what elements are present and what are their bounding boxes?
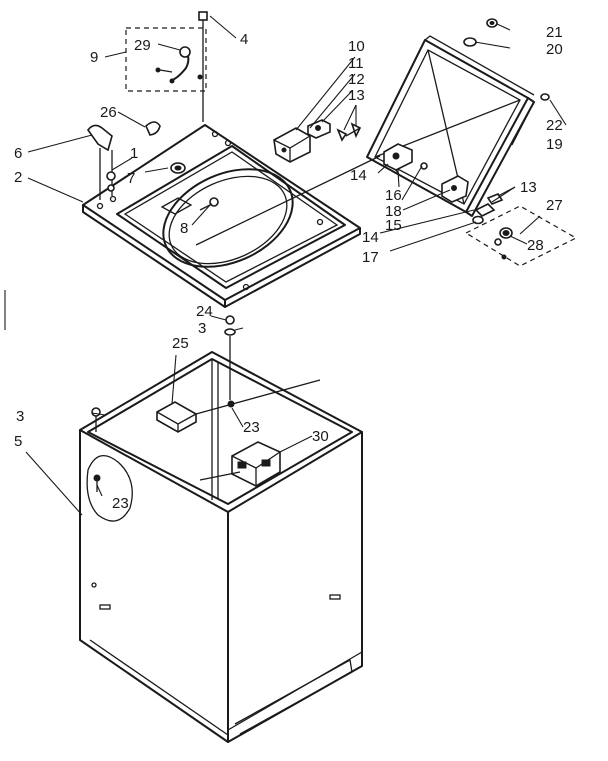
part-25-bracket	[156, 401, 197, 433]
part-13-screws-upper	[336, 122, 362, 142]
callout-18: 18	[385, 203, 402, 220]
part-23-screw-cutout	[93, 474, 101, 492]
callout-13: 13	[520, 179, 537, 196]
callout-9: 9	[90, 49, 98, 66]
part-10-11-lid-switch	[273, 127, 311, 163]
part-1-screw	[106, 171, 116, 192]
callout-2: 2	[14, 169, 22, 186]
callout-30: 30	[312, 428, 329, 445]
part-13-screws-lower	[474, 193, 504, 217]
part-22-bumper	[540, 93, 550, 101]
callout-14: 14	[350, 167, 367, 184]
callout-14: 14	[362, 229, 379, 246]
part-26-clip	[145, 121, 161, 136]
part-24-3-screws	[224, 315, 236, 408]
callout-21: 21	[546, 24, 563, 41]
callout-28: 28	[527, 237, 544, 254]
part-30-control-box	[231, 441, 281, 487]
callout-3: 3	[16, 408, 24, 425]
leader-lines	[25, 15, 567, 516]
callout-20: 20	[546, 41, 563, 58]
callout-6: 6	[14, 145, 22, 162]
part-7-grommet	[170, 162, 186, 174]
callout-13: 13	[348, 87, 365, 104]
projection-lines	[195, 155, 381, 481]
callout-26: 26	[100, 104, 117, 121]
callout-24: 24	[196, 303, 213, 320]
callout-12: 12	[348, 71, 365, 88]
callout-3: 3	[198, 320, 206, 337]
part-8-screw	[199, 197, 219, 211]
callout-19: 19	[546, 136, 563, 153]
callout-23: 23	[243, 419, 260, 436]
top-panel	[82, 124, 361, 308]
part-15-hinge	[441, 175, 469, 203]
part-14-16-18-hinge	[383, 143, 428, 177]
callout-23: 23	[112, 495, 129, 512]
callout-11: 11	[348, 55, 364, 72]
callout-5: 5	[14, 433, 22, 450]
part-20-21-bumper	[463, 18, 498, 47]
callout-27: 27	[546, 197, 563, 214]
callout-1: 1	[130, 145, 138, 162]
part-9-29-wire-harness	[125, 27, 207, 92]
callout-7: 7	[127, 170, 135, 187]
callout-10: 10	[348, 38, 365, 55]
callout-15: 15	[385, 217, 402, 234]
callout-17: 17	[362, 249, 379, 266]
callout-4: 4	[240, 31, 248, 48]
part-27-28-box	[464, 205, 578, 267]
callout-29: 29	[134, 37, 151, 54]
part-12-actuator	[307, 119, 331, 139]
cabinet	[79, 351, 363, 743]
callout-labels: 1 2 3 3 4 5 6 7 8 9 10 11 12 13 13 14 14…	[14, 24, 563, 512]
callout-16: 16	[385, 187, 402, 204]
callout-25: 25	[172, 335, 189, 352]
callout-22: 22	[546, 117, 563, 134]
lid	[366, 35, 535, 217]
callout-8: 8	[180, 220, 188, 237]
part-4-screw	[198, 11, 208, 122]
